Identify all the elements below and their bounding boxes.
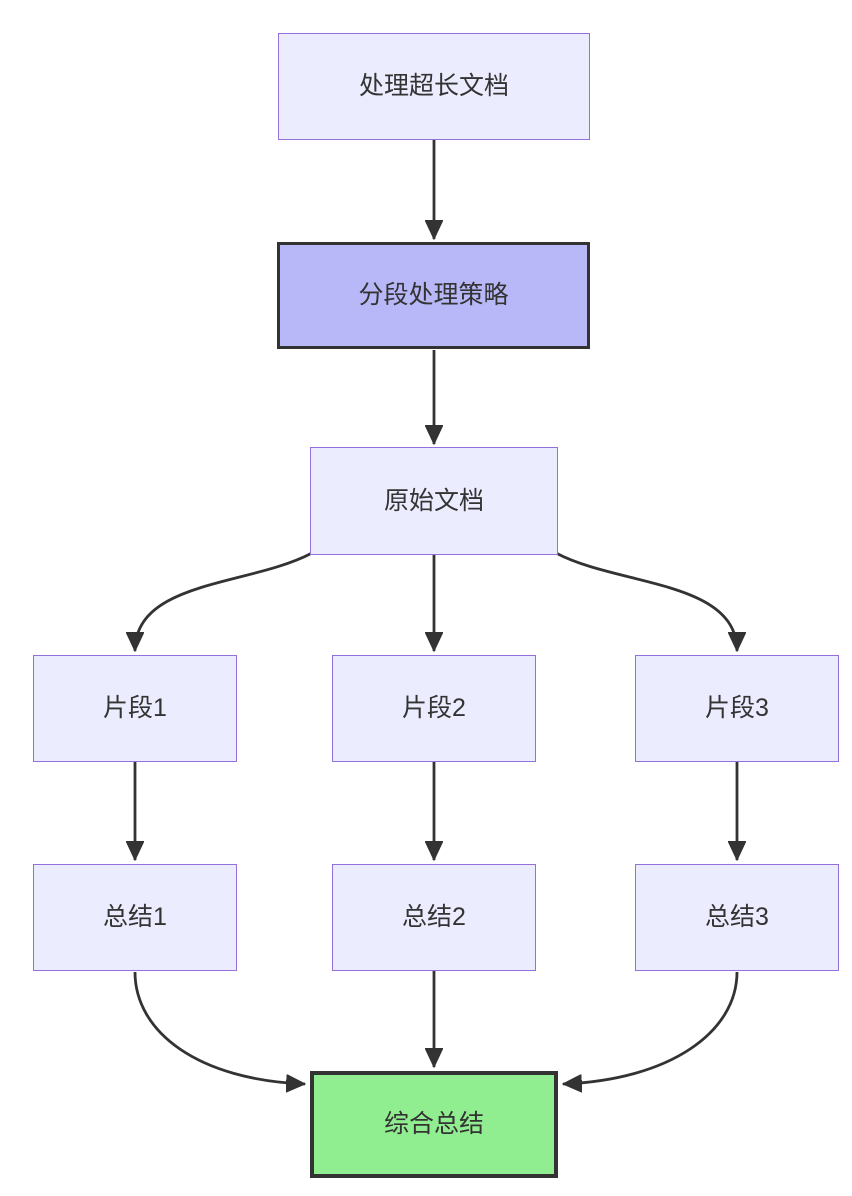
node-original-document: 原始文档 xyxy=(310,447,558,555)
node-segmentation-strategy: 分段处理策略 xyxy=(277,242,590,349)
node-summary-1: 总结1 xyxy=(33,864,237,971)
node-fragment-3-label: 片段3 xyxy=(705,694,769,723)
node-fragment-3: 片段3 xyxy=(635,655,839,762)
edge-C-D xyxy=(135,551,313,651)
edge-G-J xyxy=(133,971,305,1084)
node-summary-1-label: 总结1 xyxy=(103,903,167,932)
edge-I-J xyxy=(563,971,739,1084)
node-fragment-1: 片段1 xyxy=(33,655,237,762)
node-summary-2-label: 总结2 xyxy=(402,903,466,932)
node-original-document-label: 原始文档 xyxy=(383,486,484,515)
edge-C-F xyxy=(555,551,737,651)
node-fragment-2: 片段2 xyxy=(332,655,536,762)
node-summary-3-label: 总结3 xyxy=(705,903,769,932)
node-segmentation-strategy-label: 分段处理策略 xyxy=(358,281,509,310)
node-final-summary: 综合总结 xyxy=(310,1071,558,1178)
node-fragment-1-label: 片段1 xyxy=(103,694,167,723)
node-handle-long-document: 处理超长文档 xyxy=(278,33,590,140)
node-summary-2: 总结2 xyxy=(332,864,536,971)
node-fragment-2-label: 片段2 xyxy=(402,694,466,723)
node-handle-long-document-label: 处理超长文档 xyxy=(358,72,509,101)
node-summary-3: 总结3 xyxy=(635,864,839,971)
node-final-summary-label: 综合总结 xyxy=(383,1110,484,1139)
